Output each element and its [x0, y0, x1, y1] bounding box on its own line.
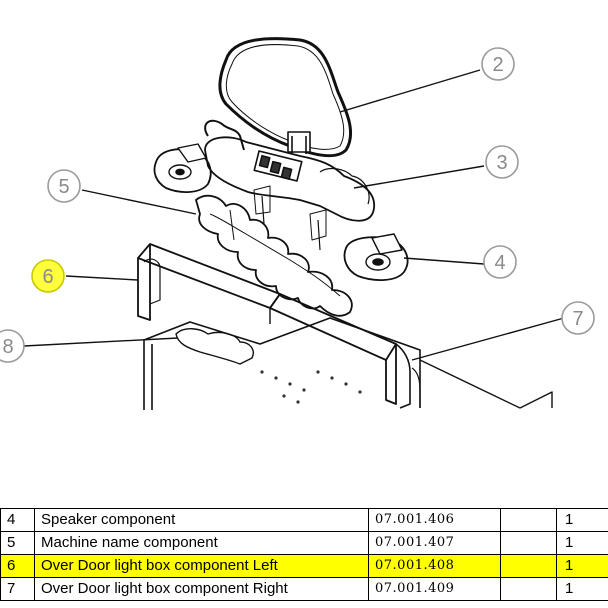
part-name-cell: Over Door light box component Right — [34, 577, 369, 601]
callout-2: 2 — [481, 47, 515, 81]
callout-circle — [47, 169, 81, 203]
callout-7: 7 — [561, 301, 595, 335]
part-name-cell: Over Door light box component Left — [34, 554, 369, 578]
part-spec-cell — [500, 531, 557, 555]
part-qty-cell: 1 — [556, 554, 608, 578]
part-code-cell: 07.001.407 — [368, 531, 501, 555]
part-code-cell: 07.001.408 — [368, 554, 501, 578]
part-number-cell: 4 — [0, 508, 35, 532]
machine-name-part — [195, 185, 353, 317]
cabinet-part — [143, 317, 553, 410]
callout-circle — [561, 301, 595, 335]
callout-3: 3 — [485, 145, 519, 179]
part-spec-cell — [500, 508, 557, 532]
part-number-cell: 6 — [0, 554, 35, 578]
speaker-right-part — [343, 233, 409, 281]
part-qty-cell: 1 — [556, 508, 608, 532]
callout-number: 7 — [572, 308, 583, 330]
speaker-left-part — [153, 143, 212, 193]
leader-lines — [23, 69, 565, 361]
part-spec-cell — [500, 554, 557, 578]
part-code-cell: 07.001.409 — [368, 577, 501, 601]
callout-number: 4 — [494, 252, 505, 274]
callout-circle — [0, 329, 25, 363]
callout-4: 4 — [483, 245, 517, 279]
callout-number: 5 — [58, 176, 69, 198]
callout-number: 6 — [42, 266, 53, 288]
callout-5: 5 — [47, 169, 81, 203]
part-number-cell: 5 — [0, 531, 35, 555]
part-name-cell: Speaker component — [34, 508, 369, 532]
callout-circle — [31, 259, 65, 293]
part-code-cell: 07.001.406 — [368, 508, 501, 532]
marquee-sign-part — [218, 37, 353, 158]
part-number-cell: 7 — [0, 577, 35, 601]
callout-group: 2 3 4 5 6 7 8 — [0, 47, 595, 363]
part-name-cell: Machine name component — [34, 531, 369, 555]
part-spec-cell — [500, 577, 557, 601]
callout-number: 3 — [496, 152, 507, 174]
callout-number: 2 — [492, 54, 503, 76]
callout-circle — [483, 245, 517, 279]
light-box-frame-part — [137, 243, 421, 409]
cloud-sign-part — [204, 119, 375, 222]
callout-8: 8 — [0, 329, 25, 363]
callout-circle — [481, 47, 515, 81]
callout-6: 6 — [31, 259, 65, 293]
callout-number: 8 — [2, 336, 13, 358]
part-qty-cell: 1 — [556, 531, 608, 555]
exploded-parts-diagram: 2 3 4 5 6 7 8 — [0, 37, 595, 410]
part-qty-cell: 1 — [556, 577, 608, 601]
callout-circle — [485, 145, 519, 179]
